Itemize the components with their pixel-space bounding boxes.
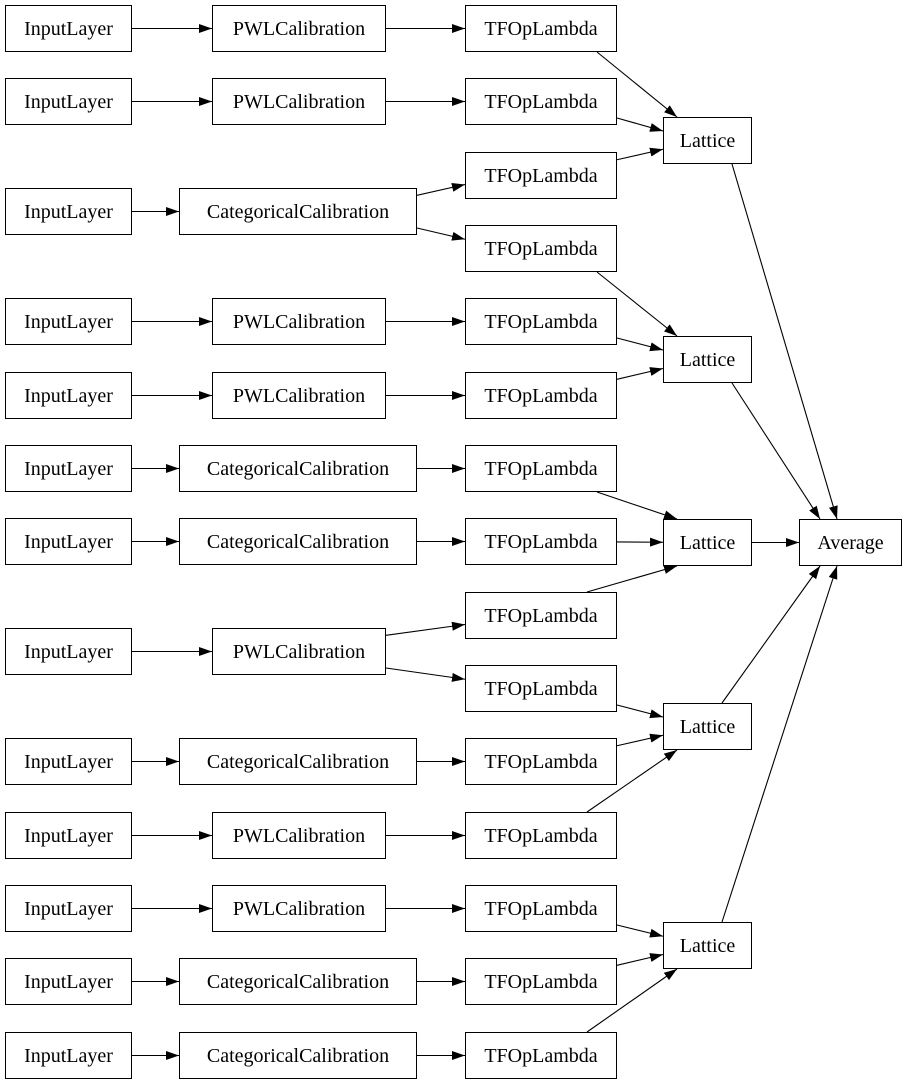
edge-lat3-to-avg bbox=[721, 565, 821, 704]
node-inputlayer-in2: InputLayer bbox=[5, 188, 132, 235]
node-lattice-lat0: Lattice bbox=[663, 117, 752, 164]
edge-tf8-to-lat2 bbox=[586, 565, 678, 593]
node-tfoplambda-tf11: TFOpLambda bbox=[465, 812, 617, 859]
edge-tf2-to-lat0 bbox=[616, 147, 664, 161]
node-inputlayer-in3: InputLayer bbox=[5, 298, 132, 345]
node-inputlayer-in8: InputLayer bbox=[5, 738, 132, 785]
node-tfoplambda-tf0: TFOpLambda bbox=[465, 5, 617, 52]
node-inputlayer-in6: InputLayer bbox=[5, 518, 132, 565]
node-inputlayer-in7: InputLayer bbox=[5, 628, 132, 675]
node-lattice-lat3: Lattice bbox=[663, 703, 752, 750]
edge-tf10-to-lat3 bbox=[616, 733, 664, 747]
node-tfoplambda-tf9: TFOpLambda bbox=[465, 665, 617, 712]
edge-tf5-to-lat1 bbox=[616, 367, 664, 380]
node-pwlcalibration-cal3: PWLCalibration bbox=[212, 298, 386, 345]
edge-tf13-to-lat4 bbox=[616, 953, 664, 966]
edge-tf12-to-lat4 bbox=[616, 924, 664, 938]
edge-cal7-to-tf8 bbox=[385, 621, 466, 636]
edge-cal7-to-tf9 bbox=[385, 667, 466, 682]
node-categoricalcalibration-cal8: CategoricalCalibration bbox=[179, 738, 417, 785]
edge-tf1-to-lat0 bbox=[616, 117, 664, 132]
node-tfoplambda-tf5: TFOpLambda bbox=[465, 372, 617, 419]
node-inputlayer-in11: InputLayer bbox=[5, 958, 132, 1005]
node-tfoplambda-tf10: TFOpLambda bbox=[465, 738, 617, 785]
edge-lat1-to-avg bbox=[731, 382, 821, 520]
edge-cal2-to-tf3 bbox=[416, 227, 466, 241]
node-lattice-lat2: Lattice bbox=[663, 519, 752, 566]
node-inputlayer-in4: InputLayer bbox=[5, 372, 132, 419]
node-tfoplambda-tf7: TFOpLambda bbox=[465, 518, 617, 565]
node-pwlcalibration-cal1: PWLCalibration bbox=[212, 78, 386, 125]
node-tfoplambda-tf8: TFOpLambda bbox=[465, 592, 617, 639]
node-categoricalcalibration-cal5: CategoricalCalibration bbox=[179, 445, 417, 492]
edge-tf11-to-lat3 bbox=[586, 749, 678, 813]
edge-cal2-to-tf2 bbox=[416, 182, 466, 196]
node-inputlayer-in9: InputLayer bbox=[5, 812, 132, 859]
node-pwlcalibration-cal4: PWLCalibration bbox=[212, 372, 386, 419]
node-categoricalcalibration-cal2: CategoricalCalibration bbox=[179, 188, 417, 235]
node-tfoplambda-tf3: TFOpLambda bbox=[465, 225, 617, 272]
node-tfoplambda-tf14: TFOpLambda bbox=[465, 1032, 617, 1079]
edge-lat4-to-avg bbox=[721, 565, 838, 923]
node-tfoplambda-tf12: TFOpLambda bbox=[465, 885, 617, 932]
node-categoricalcalibration-cal11: CategoricalCalibration bbox=[179, 958, 417, 1005]
edge-tf0-to-lat0 bbox=[596, 51, 678, 118]
node-pwlcalibration-cal10: PWLCalibration bbox=[212, 885, 386, 932]
edge-tf14-to-lat4 bbox=[586, 968, 678, 1033]
node-inputlayer-in5: InputLayer bbox=[5, 445, 132, 492]
node-pwlcalibration-cal0: PWLCalibration bbox=[212, 5, 386, 52]
node-inputlayer-in1: InputLayer bbox=[5, 78, 132, 125]
node-lattice-lat4: Lattice bbox=[663, 922, 752, 969]
node-tfoplambda-tf6: TFOpLambda bbox=[465, 445, 617, 492]
edge-tf3-to-lat1 bbox=[596, 271, 678, 337]
node-tfoplambda-tf13: TFOpLambda bbox=[465, 958, 617, 1005]
edge-tf9-to-lat3 bbox=[616, 704, 664, 719]
node-inputlayer-in10: InputLayer bbox=[5, 885, 132, 932]
node-categoricalcalibration-cal6: CategoricalCalibration bbox=[179, 518, 417, 565]
node-inputlayer-in0: InputLayer bbox=[5, 5, 132, 52]
edge-lat0-to-avg bbox=[731, 163, 838, 520]
node-tfoplambda-tf1: TFOpLambda bbox=[465, 78, 617, 125]
node-tfoplambda-tf2: TFOpLambda bbox=[465, 152, 617, 199]
edge-tf6-to-lat2 bbox=[596, 491, 678, 520]
node-pwlcalibration-cal7: PWLCalibration bbox=[212, 628, 386, 675]
node-pwlcalibration-cal9: PWLCalibration bbox=[212, 812, 386, 859]
node-average-avg: Average bbox=[799, 519, 902, 566]
node-inputlayer-in12: InputLayer bbox=[5, 1032, 132, 1079]
node-categoricalcalibration-cal12: CategoricalCalibration bbox=[179, 1032, 417, 1079]
node-tfoplambda-tf4: TFOpLambda bbox=[465, 298, 617, 345]
edge-tf4-to-lat1 bbox=[616, 337, 664, 352]
node-lattice-lat1: Lattice bbox=[663, 336, 752, 383]
